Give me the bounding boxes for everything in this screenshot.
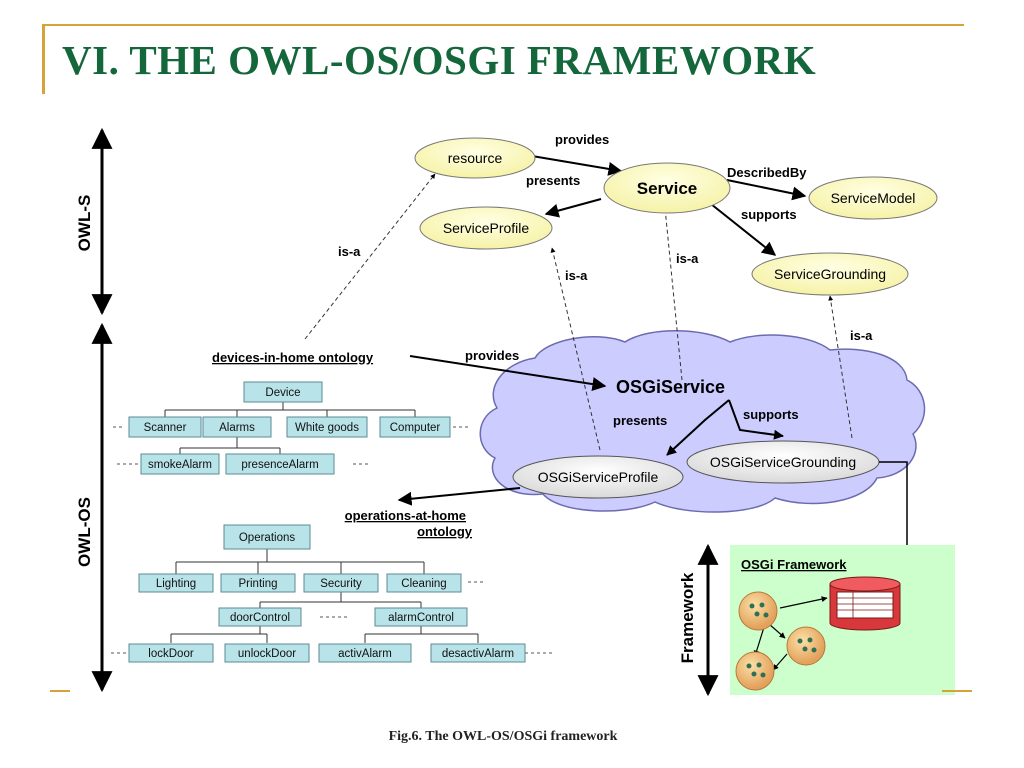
operations-ontology-label-1: operations-at-home <box>345 508 466 523</box>
bottom-rule-left <box>50 690 70 692</box>
described-by-text: DescribedBy <box>727 165 807 180</box>
ontology-node-label: Scanner <box>144 422 187 434</box>
ontology-node-label: lockDoor <box>148 648 194 660</box>
profile-to-operations-arrow <box>397 487 521 506</box>
slide-title: VI. THE OWL-OS/OSGI FRAMEWORK <box>62 37 817 83</box>
title-rule-left <box>42 24 45 94</box>
ontology-node-doorcontrol: doorControl <box>218 607 302 627</box>
is-a-text-service: is-a <box>676 251 699 266</box>
ontology-node-lighting: Lighting <box>138 573 214 593</box>
osgi-presents-text: presents <box>613 413 667 428</box>
bundle-to-db-arrow <box>779 596 828 609</box>
is-a-link-devices-resource <box>304 173 436 340</box>
ontology-node-label: activAlarm <box>338 648 392 660</box>
ontology-node-operations: Operations <box>223 524 311 550</box>
presents-text: presents <box>526 173 580 188</box>
devices-provides-text: provides <box>465 348 519 363</box>
framework-label: Framework <box>678 572 697 663</box>
ontology-node-device: Device <box>243 381 323 403</box>
ontology-node-printing: Printing <box>220 573 296 593</box>
owl-s-label: OWL-S <box>75 195 94 252</box>
ontology-node-unlockdoor: unlockDoor <box>224 643 310 663</box>
osgi-framework-title: OSGi Framework <box>741 557 847 572</box>
resource-label: resource <box>448 150 503 166</box>
osgi-supports-text: supports <box>743 407 799 422</box>
ontology-node-label: Lighting <box>156 578 196 590</box>
ontology-node-presencealarm: presenceAlarm <box>225 453 335 475</box>
resource-node <box>414 137 536 179</box>
bundle-ball-icon <box>738 591 778 631</box>
is-a-text-grounding: is-a <box>850 328 873 343</box>
ontology-node-label: desactivAlarm <box>442 648 514 660</box>
bundle-ball-icon <box>735 651 775 691</box>
provides-arrow <box>531 155 623 176</box>
ontology-node-scanner: Scanner <box>128 416 202 438</box>
osgi-service-profile-label: OSGiServiceProfile <box>538 469 659 485</box>
ontology-node-computer: Computer <box>379 416 451 438</box>
ontology-node-label: Operations <box>239 532 296 544</box>
operations-tree-connectors <box>170 549 479 643</box>
ontology-node-activalarm: activAlarm <box>318 643 412 663</box>
supports-arrow <box>710 203 777 256</box>
is-a-text-resource: is-a <box>338 244 361 259</box>
service-model-node <box>808 176 938 220</box>
owl-os-label: OWL-OS <box>75 497 94 567</box>
ontology-node-alarms: Alarms <box>202 416 272 438</box>
ontology-node-label: White goods <box>295 422 359 434</box>
service-grounding-label: ServiceGrounding <box>774 266 886 282</box>
ontology-node-label: alarmControl <box>388 612 454 624</box>
ontology-node-label: Security <box>320 578 362 590</box>
ontology-node-label: Alarms <box>219 422 255 434</box>
ontology-node-label: unlockDoor <box>238 648 296 660</box>
title-rule-top <box>42 24 964 26</box>
ontology-node-label: doorControl <box>230 612 290 624</box>
service-model-label: ServiceModel <box>831 190 916 206</box>
owl-os-osgi-diagram: OWL-S OWL-OS Framework resource Service … <box>65 118 955 703</box>
bottom-rule-right <box>942 690 972 692</box>
presents-arrow <box>544 198 602 218</box>
database-icon <box>829 576 901 631</box>
ontology-node-security: Security <box>303 573 379 593</box>
supports-text: supports <box>741 207 797 222</box>
ontology-node-label: Cleaning <box>401 578 446 590</box>
devices-tree-dashes <box>113 426 469 465</box>
service-profile-node <box>419 206 553 250</box>
devices-tree-connectors <box>164 402 416 454</box>
service-label: Service <box>637 179 698 198</box>
bundle-arrow-lower <box>772 653 788 671</box>
osgi-supports-arrow <box>728 399 784 440</box>
ontology-node-label: presenceAlarm <box>241 459 318 471</box>
bundle-ball-icon <box>786 626 826 666</box>
ontology-node-label: Device <box>265 387 300 399</box>
provides-text: provides <box>555 132 609 147</box>
described-by-arrow <box>726 179 807 201</box>
ontology-node-label: Printing <box>239 578 278 590</box>
bundle-arrow-right <box>768 623 786 639</box>
ontology-node-white-goods: White goods <box>286 416 368 438</box>
ontology-node-label: smokeAlarm <box>148 459 212 471</box>
ontology-node-smokealarm: smokeAlarm <box>140 453 220 475</box>
ontology-node-cleaning: Cleaning <box>386 573 462 593</box>
figure-caption: Fig.6. The OWL-OS/OSGi framework <box>388 729 618 744</box>
is-a-link-service <box>662 207 683 381</box>
service-profile-label: ServiceProfile <box>443 220 530 236</box>
osgi-service-profile-node <box>512 455 684 499</box>
ontology-node-label: Computer <box>390 422 441 434</box>
ontology-node-desactivalarm: desactivAlarm <box>430 643 526 663</box>
ontology-node-lockdoor: lockDoor <box>128 643 214 663</box>
ontology-node-alarmcontrol: alarmControl <box>374 607 468 627</box>
is-a-text-profile: is-a <box>565 268 588 283</box>
devices-ontology-label: devices-in-home ontology <box>212 350 374 365</box>
osgi-presents-arrow <box>666 399 730 456</box>
osgi-service-grounding-label: OSGiServiceGrounding <box>710 454 856 470</box>
service-grounding-node <box>751 252 909 296</box>
operations-ontology-label-2: ontology <box>417 524 473 539</box>
service-node <box>603 162 731 214</box>
is-a-link-grounding <box>828 295 853 439</box>
devices-provides-arrow <box>409 355 607 392</box>
osgi-service-label: OSGiService <box>616 377 725 397</box>
